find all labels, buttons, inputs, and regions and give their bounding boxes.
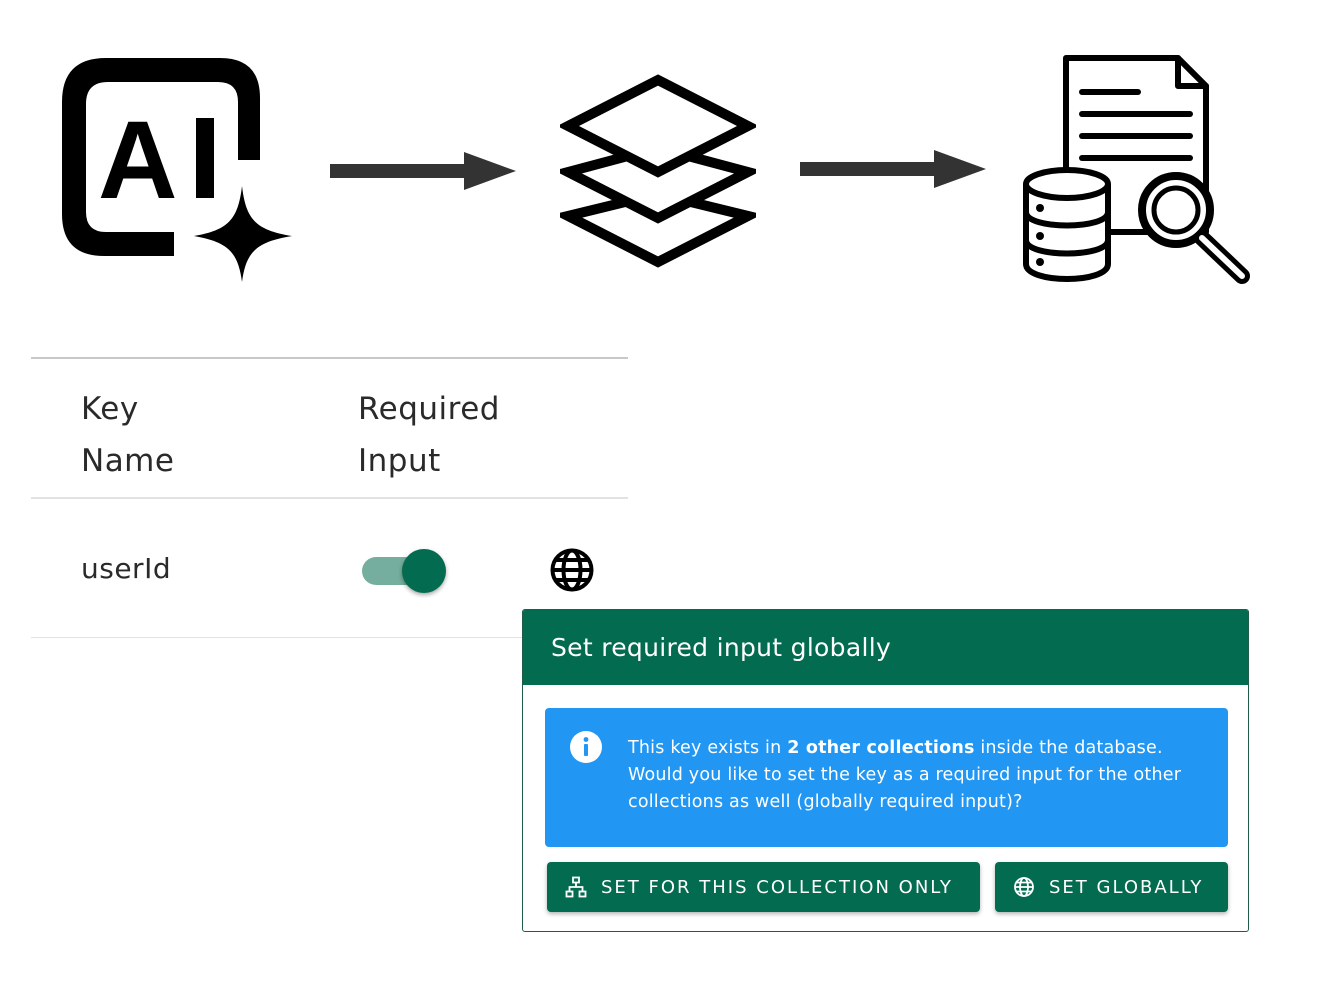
- set-for-this-collection-only-label: SET FOR THIS COLLECTION ONLY: [601, 876, 953, 898]
- arrow-right-icon: [800, 150, 986, 188]
- keys-table: Key Name Required Input userId: [31, 357, 628, 638]
- info-message: This key exists in 2 other collections i…: [628, 738, 1182, 812]
- set-globally-button[interactable]: SET GLOBALLY: [995, 862, 1228, 912]
- set-globally-dialog: Set required input globally This key exi…: [522, 609, 1249, 932]
- set-for-this-collection-only-button[interactable]: SET FOR THIS COLLECTION ONLY: [547, 862, 980, 912]
- column-header-key-name: Key Name: [81, 391, 175, 479]
- required-input-toggle[interactable]: [362, 548, 448, 593]
- column-header-required-input: Required Input: [358, 391, 500, 479]
- table-top-divider: [31, 357, 628, 359]
- svg-text:A: A: [98, 99, 177, 222]
- ai-sparkle-icon: A: [62, 58, 292, 282]
- info-message-highlight: 2 other collections: [787, 738, 975, 758]
- info-icon: [570, 731, 602, 763]
- globe-icon[interactable]: [548, 546, 596, 594]
- globe-icon: [1014, 877, 1034, 897]
- database-document-search-icon: [1023, 55, 1250, 284]
- toggle-thumb: [402, 548, 446, 593]
- set-globally-label: SET GLOBALLY: [1049, 876, 1204, 898]
- layers-icon: [560, 74, 756, 268]
- dialog-header: Set required input globally: [523, 610, 1248, 685]
- table-row: userId: [31, 499, 628, 637]
- table-header-divider: [31, 497, 628, 499]
- sitemap-icon: [565, 876, 587, 898]
- key-name-cell: userId: [81, 551, 172, 585]
- info-alert: This key exists in 2 other collections i…: [545, 708, 1228, 847]
- table-header-row: Key Name Required Input: [31, 359, 628, 497]
- table-bottom-divider: [31, 636, 628, 638]
- dialog-title: Set required input globally: [551, 633, 892, 662]
- arrow-right-icon: [330, 152, 516, 190]
